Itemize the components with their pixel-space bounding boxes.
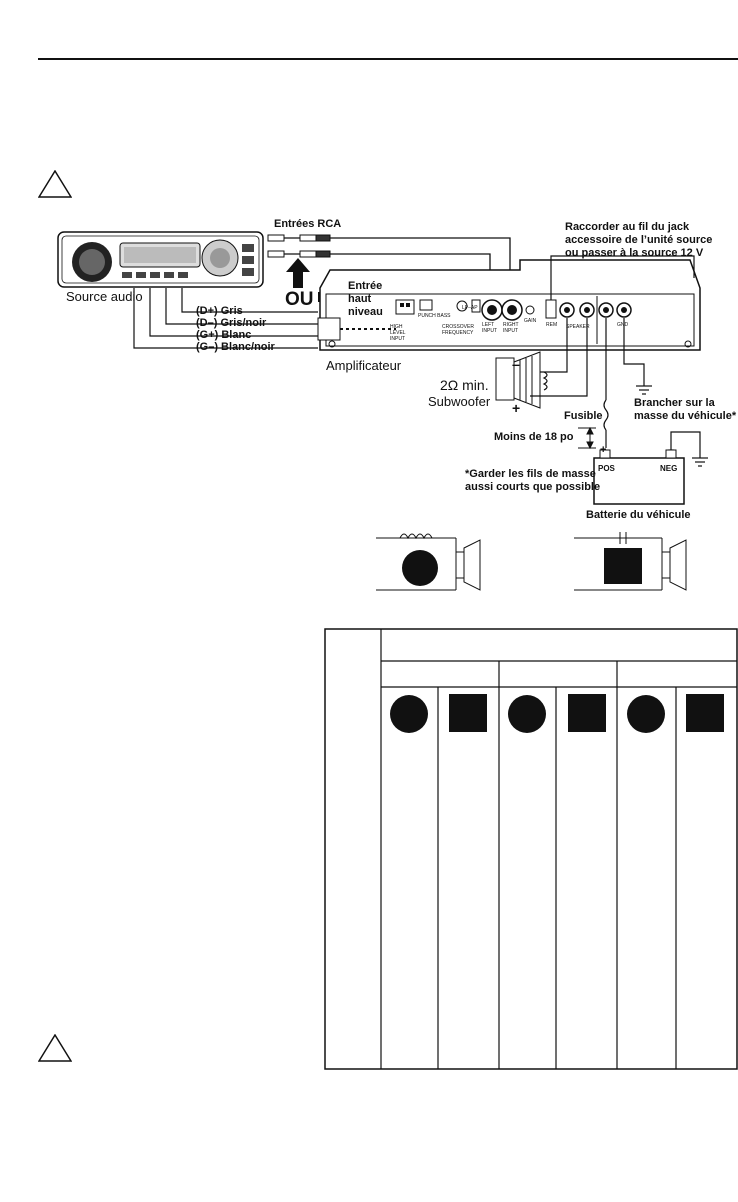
neg-label: NEG: [660, 464, 678, 473]
distance-label: Moins de 18 po: [494, 431, 574, 443]
ported-enclosure-diagram: [574, 532, 687, 591]
ground-label-1: Brancher sur la: [634, 397, 715, 409]
sealed-icon: [627, 695, 665, 733]
high-level-label-2: haut: [348, 293, 372, 305]
wire-label: (G+) Blanc: [196, 329, 252, 341]
amp-panel-text: RIGHT INPUT: [503, 322, 519, 334]
subwoofer: [495, 351, 541, 409]
ou-label: OU: [285, 289, 314, 310]
wire-label: (D–) Gris/noir: [196, 317, 267, 329]
ground-label-2: masse du véhicule*: [634, 410, 737, 422]
ported-icon: [449, 694, 487, 732]
amp-panel-text: REM: [546, 322, 558, 328]
wire-label: (D+) Gris: [196, 305, 243, 317]
warning-triangle-icon: [38, 170, 72, 198]
sealed-icon: [508, 695, 546, 733]
impedance-label: 2Ω min.: [440, 377, 489, 393]
amplifier-label: Amplificateur: [326, 358, 402, 373]
amp-panel-text: GAIN: [524, 318, 537, 324]
source-audio-label: Source audio: [66, 289, 143, 304]
amp-panel-text: LEFT INPUT: [482, 322, 497, 334]
head-unit: [57, 231, 264, 288]
wire-label: (G–) Blanc/noir: [196, 341, 275, 353]
amplifier: [319, 259, 701, 351]
neg-sign: –: [668, 444, 675, 456]
high-level-label-3: niveau: [348, 306, 383, 318]
vehicle-battery: [593, 449, 685, 505]
high-level-label-1: Entrée: [348, 280, 383, 292]
amp-panel-text: SPEAKER: [566, 324, 590, 330]
enclosure-table: [324, 628, 738, 1070]
battery-label: Batterie du véhicule: [586, 509, 691, 521]
top-rule: [38, 58, 738, 60]
sub-plus-label: +: [512, 400, 521, 416]
amp-panel-text: PUNCH BASS: [418, 313, 451, 319]
amp-panel-text: CROSSOVER FREQUENCY: [442, 324, 474, 336]
sub-minus-label: –: [512, 356, 520, 372]
pos-sign: +: [600, 444, 607, 456]
accessory-label-2: accessoire de l’unité source: [565, 234, 713, 246]
subwoofer-label: Subwoofer: [428, 394, 491, 409]
ported-icon: [568, 694, 606, 732]
ported-icon: [686, 694, 724, 732]
accessory-label-1: Raccorder au fil du jack: [565, 221, 690, 233]
sealed-icon: [390, 695, 428, 733]
amp-panel-text: LP–AP: [462, 305, 478, 311]
rca-inputs-label: Entrées RCA: [274, 218, 342, 230]
pos-label: POS: [598, 464, 615, 473]
ground-note-1: *Garder les fils de masse: [465, 468, 596, 480]
amp-panel-text: GND: [617, 322, 629, 328]
warning-triangle-icon: [38, 1034, 72, 1062]
accessory-label-3: ou passer à la source 12 V: [565, 247, 704, 259]
ground-note-2: aussi courts que possible: [465, 481, 601, 493]
wiring-diagram: [57, 231, 708, 591]
amp-panel-text: HIGH LEVEL INPUT: [390, 324, 406, 342]
sealed-enclosure-diagram: [376, 533, 481, 591]
fuse-label: Fusible: [564, 410, 603, 422]
